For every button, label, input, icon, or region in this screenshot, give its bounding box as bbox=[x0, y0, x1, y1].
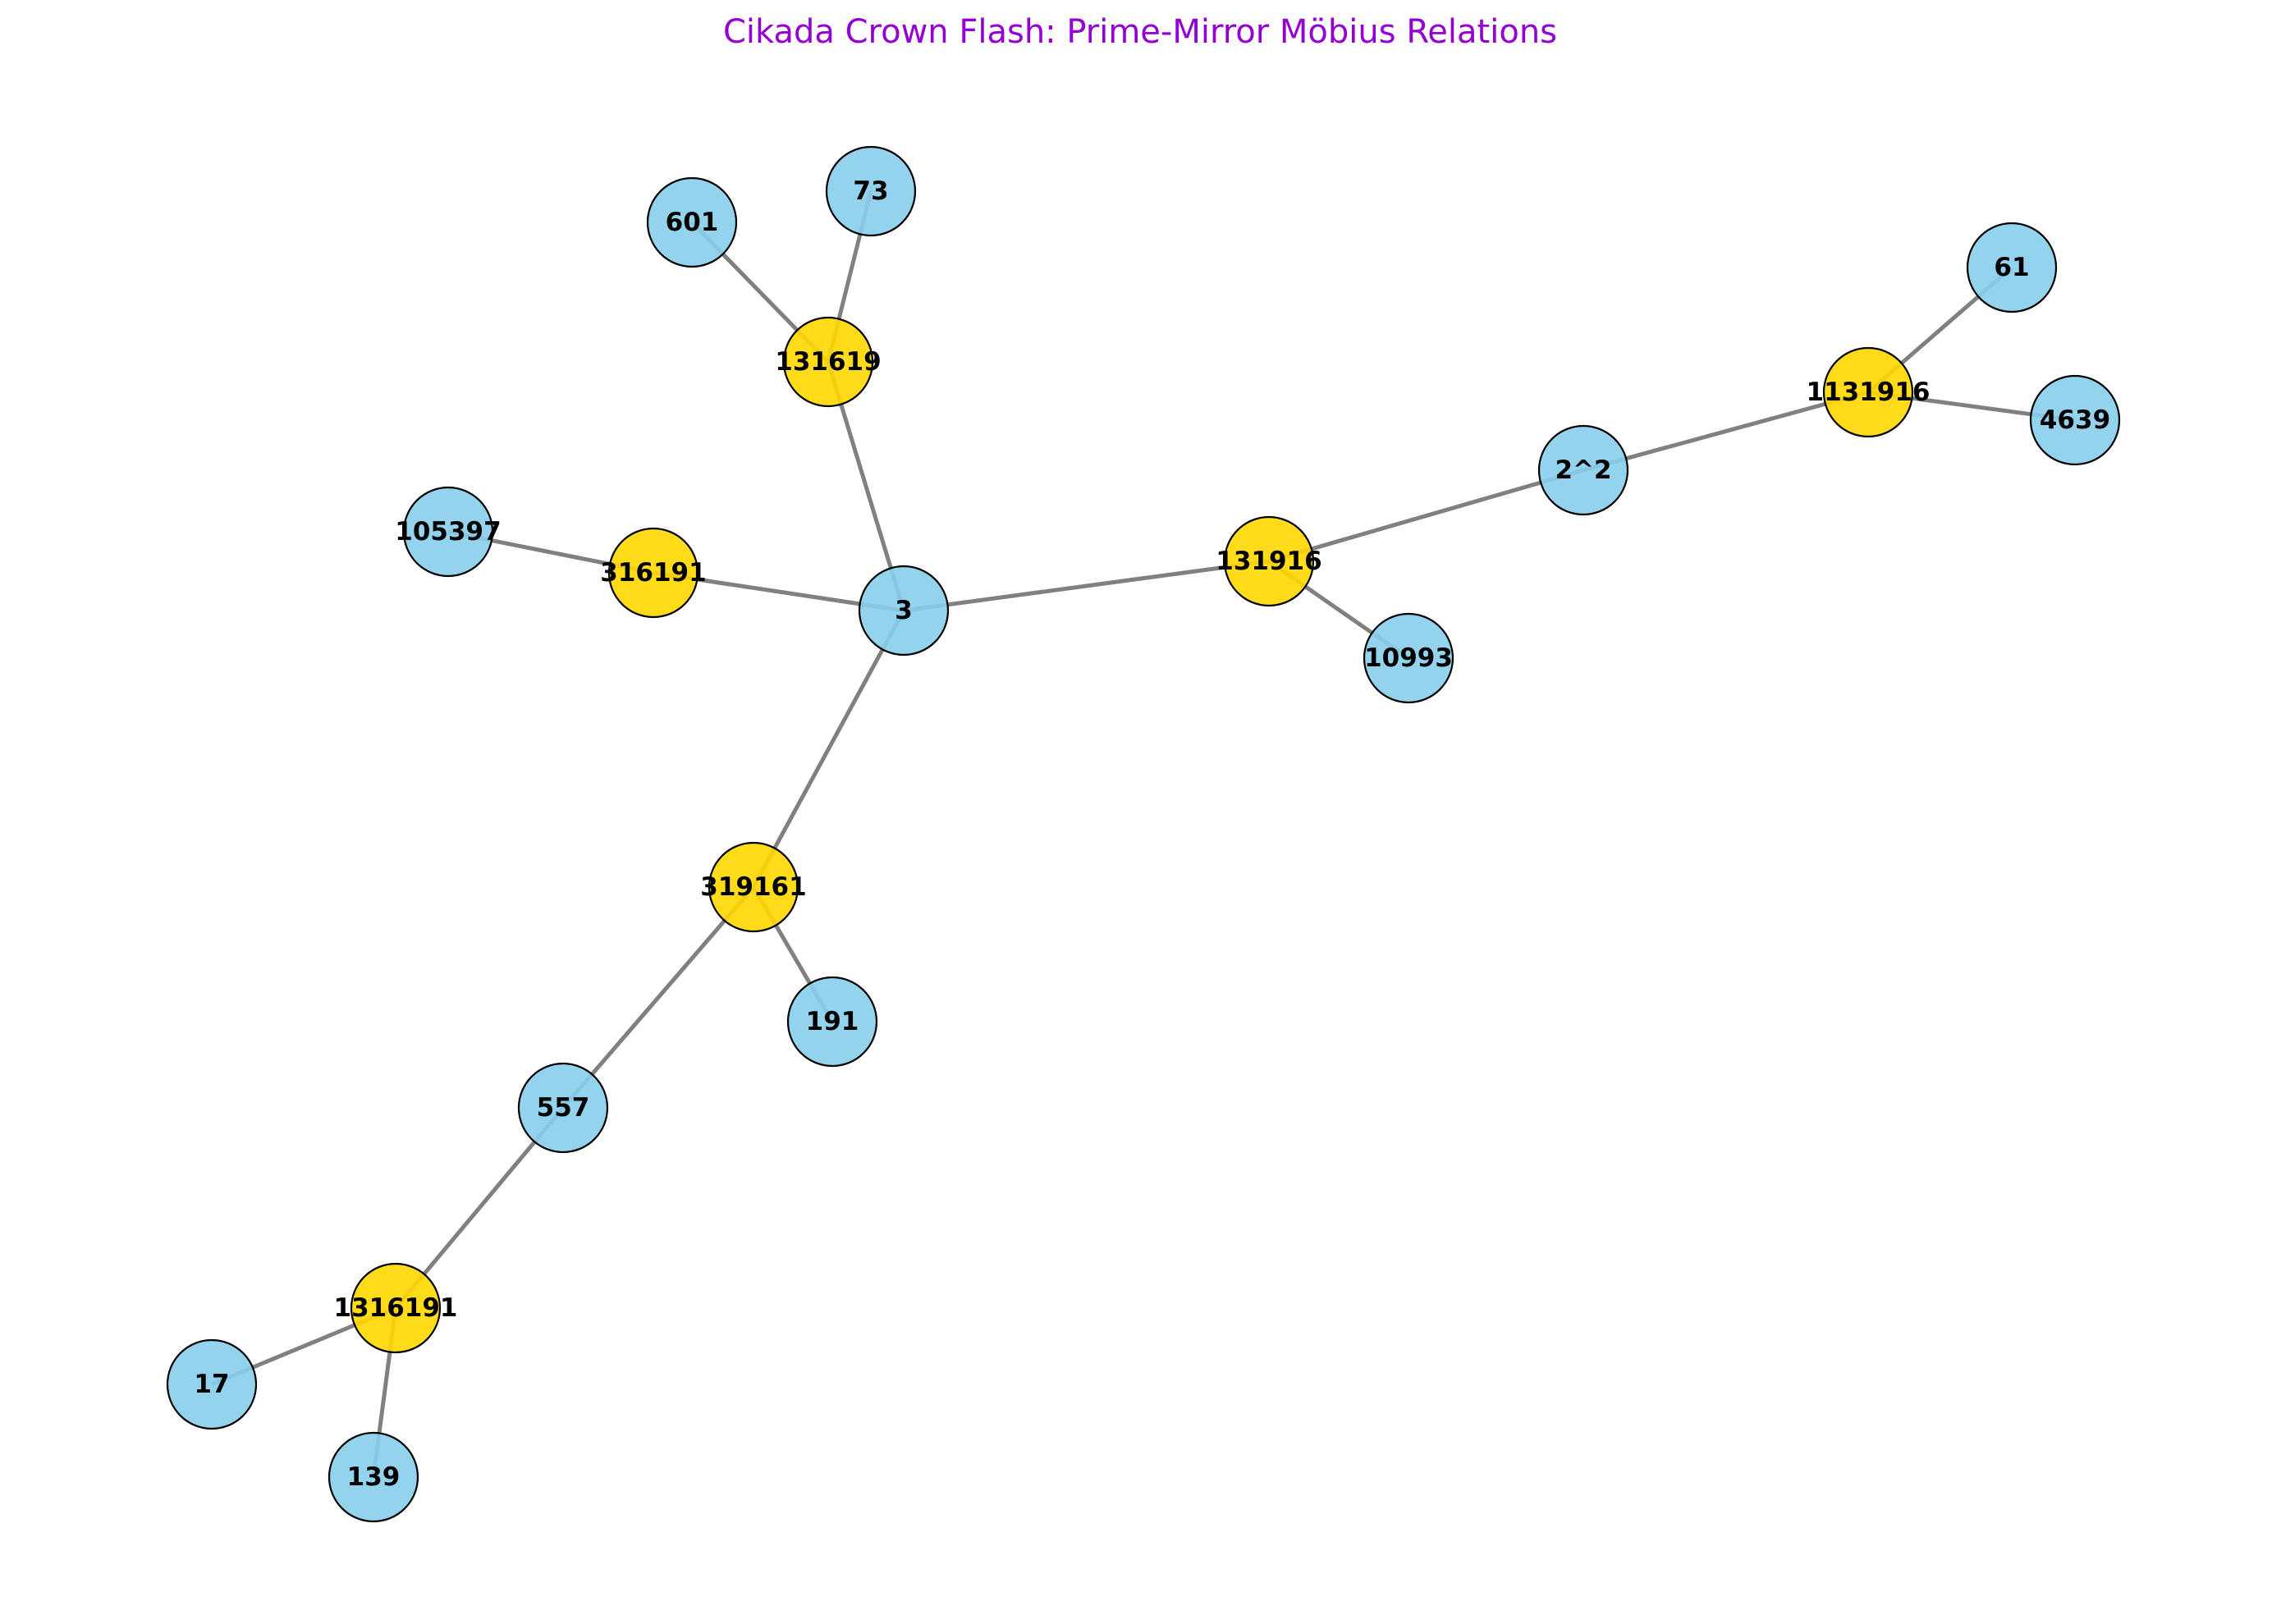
node-label-17: 17 bbox=[194, 1370, 229, 1399]
node-label-1131916: 1131916 bbox=[1807, 377, 1931, 407]
nodes-layer: 3 131619 601 73 316191 105397 131916 10993 2^2 11… bbox=[166, 145, 2121, 1523]
edge-2^2-1131916 bbox=[1583, 390, 1869, 473]
graph-node-3: 3 bbox=[858, 565, 950, 656]
graph-node-10993: 10993 bbox=[1363, 612, 1454, 704]
node-label-61: 61 bbox=[1994, 253, 2029, 282]
node-circle-1316191 bbox=[350, 1262, 442, 1354]
node-label-316191: 316191 bbox=[600, 558, 706, 588]
graph-node-319161: 319161 bbox=[700, 841, 807, 933]
node-circle-191 bbox=[786, 976, 878, 1068]
graph-node-601: 601 bbox=[646, 176, 738, 268]
graph-node-17: 17 bbox=[166, 1338, 258, 1430]
node-label-2^2: 2^2 bbox=[1555, 455, 1611, 485]
node-label-4639: 4639 bbox=[2040, 405, 2110, 435]
graph-node-139: 139 bbox=[327, 1431, 419, 1523]
node-label-139: 139 bbox=[347, 1462, 401, 1492]
node-circle-1131916 bbox=[1822, 346, 1914, 438]
node-label-1316191: 1316191 bbox=[334, 1293, 458, 1323]
graph-node-61: 61 bbox=[1966, 222, 2058, 313]
node-circle-316191 bbox=[607, 527, 699, 619]
node-circle-319161 bbox=[708, 841, 799, 933]
graph-node-105397: 105397 bbox=[395, 486, 502, 578]
node-circle-557 bbox=[517, 1062, 609, 1154]
node-circle-2^2 bbox=[1537, 424, 1629, 516]
node-circle-73 bbox=[825, 145, 917, 237]
node-label-191: 191 bbox=[806, 1007, 859, 1036]
node-circle-131619 bbox=[782, 316, 874, 408]
edge-319161-557 bbox=[561, 885, 755, 1109]
node-label-601: 601 bbox=[666, 208, 719, 237]
node-circle-131916 bbox=[1223, 515, 1315, 607]
graph-title: Cikada Crown Flash: Prime-Mirror Möbius … bbox=[723, 13, 1557, 51]
node-circle-61 bbox=[1966, 222, 2058, 313]
node-circle-4639 bbox=[2029, 374, 2121, 466]
graph-node-557: 557 bbox=[517, 1062, 609, 1154]
node-label-131619: 131619 bbox=[775, 347, 881, 377]
node-circle-105397 bbox=[402, 486, 494, 578]
edge-3-131916 bbox=[903, 559, 1270, 613]
node-label-557: 557 bbox=[537, 1093, 590, 1123]
graph-node-73: 73 bbox=[825, 145, 917, 237]
graph-node-1131916: 1131916 bbox=[1807, 346, 1931, 438]
graph-node-4639: 4639 bbox=[2029, 374, 2121, 466]
node-circle-139 bbox=[327, 1431, 419, 1523]
node-label-3: 3 bbox=[895, 596, 913, 625]
graph-node-2^2: 2^2 bbox=[1537, 424, 1629, 516]
node-label-131916: 131916 bbox=[1216, 547, 1321, 576]
edge-131916-2^2 bbox=[1268, 468, 1584, 564]
graph-node-1316191: 1316191 bbox=[334, 1262, 458, 1354]
graph-node-131619: 131619 bbox=[775, 316, 882, 408]
node-circle-17 bbox=[166, 1338, 258, 1430]
node-label-10993: 10993 bbox=[1364, 643, 1453, 673]
node-label-73: 73 bbox=[853, 176, 888, 206]
edge-3-319161 bbox=[751, 609, 906, 889]
node-circle-3 bbox=[858, 565, 950, 656]
node-label-105397: 105397 bbox=[395, 517, 501, 547]
graph-node-316191: 316191 bbox=[600, 527, 707, 619]
node-circle-601 bbox=[646, 176, 738, 268]
graph-node-191: 191 bbox=[786, 976, 878, 1068]
node-label-319161: 319161 bbox=[700, 872, 806, 902]
node-circle-10993 bbox=[1363, 612, 1454, 704]
graph-node-131916: 131916 bbox=[1216, 515, 1322, 607]
